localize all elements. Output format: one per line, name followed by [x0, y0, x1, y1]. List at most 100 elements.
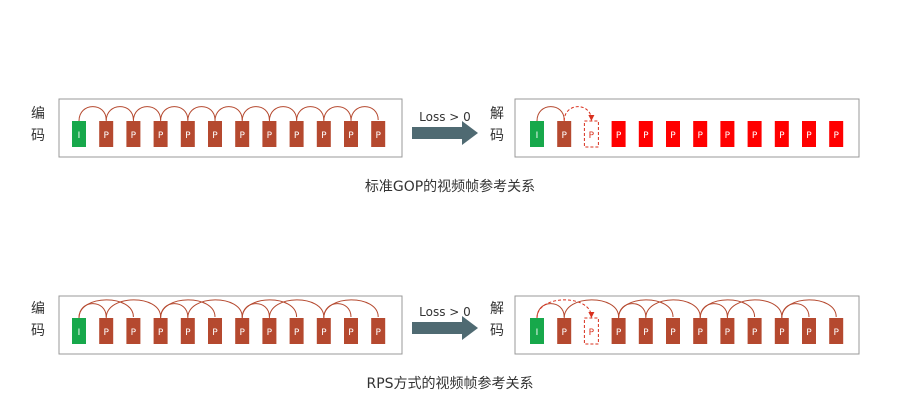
frame-box: [747, 318, 762, 344]
frame-box: [583, 120, 599, 148]
frame-label: P: [779, 328, 785, 338]
frame-label: P: [294, 131, 300, 141]
reference-arc: [563, 299, 620, 319]
p-frame: P: [344, 121, 358, 147]
reference-arc: [214, 106, 243, 122]
frame-box: [557, 318, 572, 344]
frame-box: [180, 318, 195, 344]
frame-box: [99, 121, 114, 147]
frame-box: [99, 318, 114, 344]
p-frame: P: [316, 318, 331, 344]
frame-label: P: [806, 328, 812, 338]
p-frame-lost: P: [802, 121, 816, 147]
frame-box: [829, 318, 844, 344]
reference-arc-broken: [563, 106, 595, 122]
frame-box: [530, 121, 544, 147]
p-frame: P: [235, 121, 250, 147]
decode-char-1: 解: [490, 301, 504, 317]
decode-char-2: 码: [490, 128, 504, 144]
reference-arc: [699, 299, 756, 319]
reference-arc: [618, 299, 674, 319]
frame-label: P: [294, 328, 300, 338]
frame-box: [720, 121, 735, 147]
reference-arc: [726, 299, 783, 319]
p-frame: P: [235, 318, 250, 344]
p-frame-lost: P: [638, 121, 653, 147]
caption-rps: RPS方式的视频帧参考关系: [366, 375, 533, 392]
reference-arc: [536, 106, 565, 122]
reference-arc: [160, 299, 216, 319]
p-frame: P: [153, 318, 168, 344]
decode-char-2: 码: [490, 323, 504, 339]
frame-label: P: [321, 131, 327, 141]
frame-box: [126, 121, 141, 147]
frame-label: P: [321, 328, 327, 338]
p-frame: P: [371, 121, 386, 147]
p-frame: P: [693, 318, 708, 344]
encoder-arcs: [78, 299, 379, 319]
reference-arc: [323, 106, 352, 122]
p-frame: P: [720, 318, 735, 344]
frame-box: [557, 121, 572, 147]
frame-box: [638, 121, 653, 147]
frame-box: [235, 121, 250, 147]
frame-box: [802, 318, 816, 344]
p-frame: P: [180, 318, 195, 344]
reference-arc: [781, 299, 837, 319]
encode-char-1: 编: [31, 106, 45, 122]
p-frame: P: [802, 318, 816, 344]
reference-arc: [350, 106, 379, 122]
loss-label: Loss > 0: [419, 305, 471, 319]
frame-label: P: [697, 328, 703, 338]
frame-label: P: [239, 131, 245, 141]
frame-label: P: [725, 131, 731, 141]
frame-label: P: [670, 328, 676, 338]
frame-label: I: [536, 131, 539, 141]
p-frame: P: [126, 121, 141, 147]
p-frame: P: [829, 318, 844, 344]
frame-label: P: [103, 328, 109, 338]
p-frame: P: [557, 318, 572, 344]
p-frame-lost: P: [774, 121, 789, 147]
frame-box: [720, 318, 735, 344]
frame-box: [802, 121, 816, 147]
reference-arc: [187, 106, 216, 122]
frame-label: P: [212, 131, 218, 141]
reference-arc: [323, 299, 379, 319]
frame-label: P: [806, 131, 812, 141]
frame-label: P: [561, 328, 567, 338]
frame-label: P: [131, 131, 137, 141]
frame-label: P: [131, 328, 137, 338]
decoder-arcs: [536, 299, 837, 319]
encode-char-2: 码: [31, 323, 45, 339]
frame-label: P: [697, 131, 703, 141]
frame-label: I: [536, 328, 539, 338]
p-frame: P: [289, 318, 304, 344]
right-arrow-icon: [412, 121, 478, 145]
reference-arc: [268, 299, 325, 319]
reference-arc: [296, 106, 325, 122]
frame-box: [72, 121, 86, 147]
p-frame: P: [289, 121, 304, 147]
frame-box: [126, 318, 141, 344]
p-frame-lost: P: [693, 121, 708, 147]
frame-label: P: [267, 131, 273, 141]
frame-box: [693, 318, 708, 344]
reference-arc: [241, 299, 298, 319]
frame-label: P: [643, 131, 649, 141]
frame-label: P: [348, 131, 354, 141]
p-frame: P: [126, 318, 141, 344]
frame-box: [289, 121, 304, 147]
loss-arrow: Loss > 0: [412, 305, 478, 340]
frame-box: [638, 318, 653, 344]
decoder-panel: [514, 98, 860, 158]
p-frame: P: [666, 318, 680, 344]
reference-arc: [241, 106, 270, 122]
decode-label: 解 码: [490, 301, 508, 339]
frame-label: P: [616, 131, 622, 141]
frame-box: [611, 318, 626, 344]
reference-arc: [268, 106, 298, 122]
